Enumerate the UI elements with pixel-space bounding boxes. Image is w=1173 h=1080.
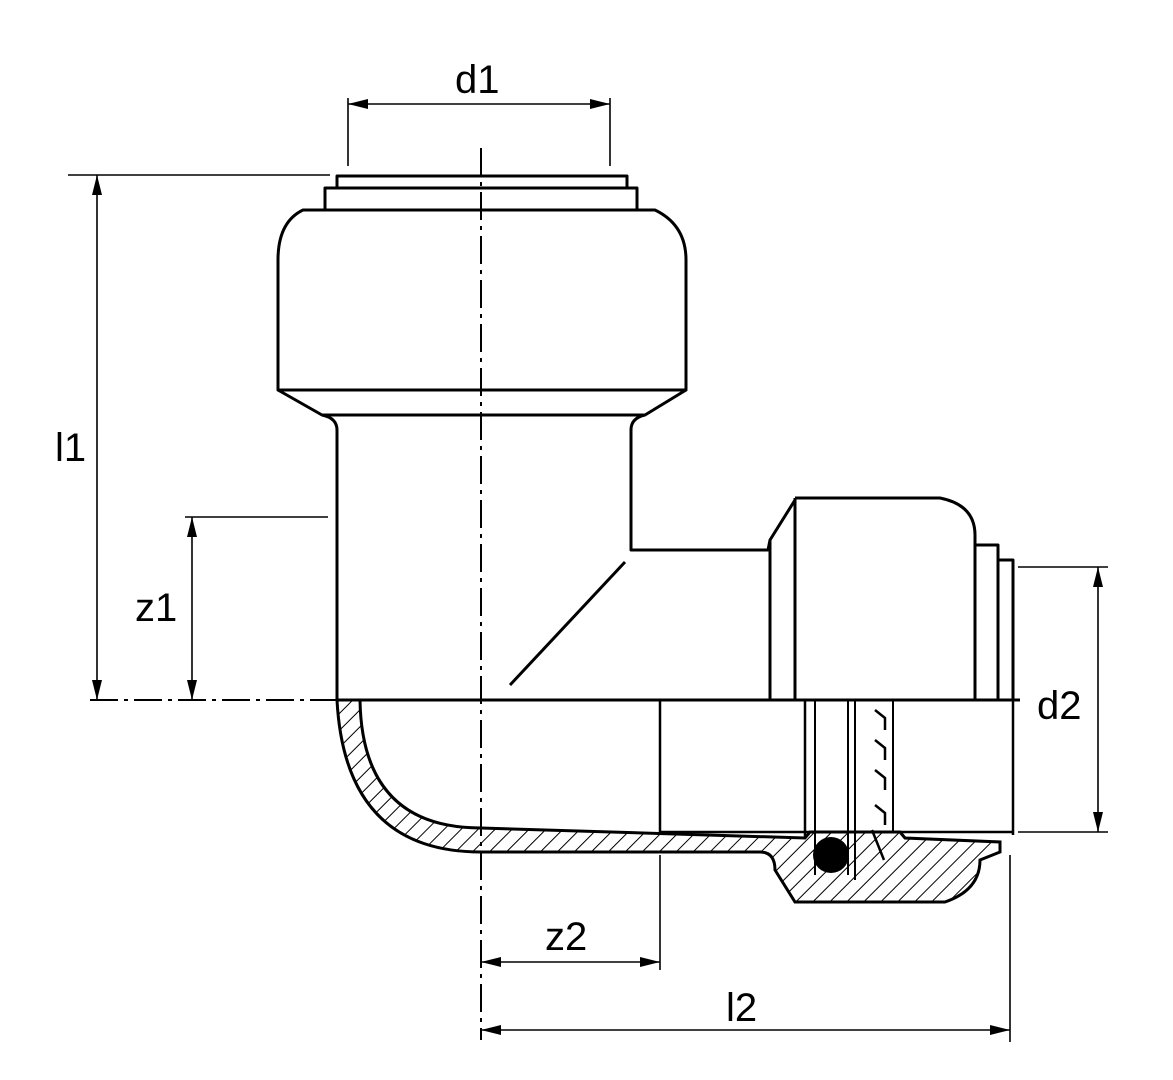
right-cap xyxy=(768,496,1015,700)
dimension-label-z1: z1 xyxy=(135,586,178,630)
dimension-label-l1: l1 xyxy=(55,426,87,470)
sectioned-body xyxy=(335,698,1015,904)
dimension-label-d1: d1 xyxy=(455,58,500,102)
o-ring xyxy=(813,837,849,873)
dimension-label-z2: z2 xyxy=(545,915,588,959)
dimension-label-d2: d2 xyxy=(1037,684,1082,728)
dimension-lines xyxy=(68,98,1108,1042)
centerlines xyxy=(90,148,482,1040)
vertical-body xyxy=(321,413,797,700)
dimension-label-l2: l2 xyxy=(726,986,758,1030)
